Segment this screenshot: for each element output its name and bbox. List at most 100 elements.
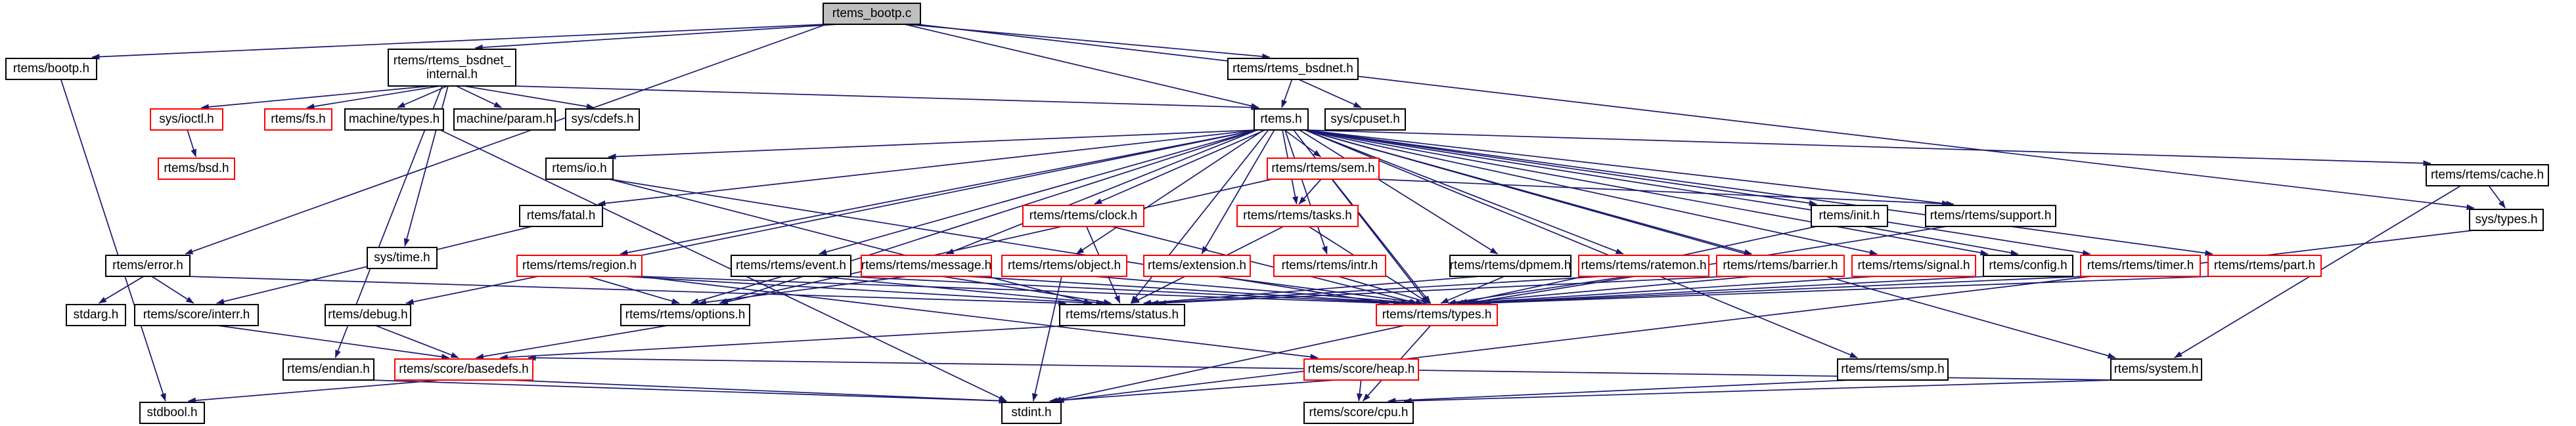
graph-node-sem[interactable]: rtems/rtems/sem.h	[1267, 158, 1380, 180]
graph-node-message[interactable]: rtems/rtems/message.h	[861, 255, 992, 277]
graph-node-part[interactable]: rtems/rtems/part.h	[2207, 255, 2322, 277]
include-edge-rtems-cache	[1304, 129, 2431, 167]
include-edge-bsdnet_internal-cdefs	[464, 85, 595, 110]
include-edge-options-basedefs	[476, 325, 668, 360]
graph-node-root: rtems_bootp.c	[823, 3, 921, 25]
include-edge-rtems-signal	[1304, 129, 1878, 255]
graph-node-heap[interactable]: rtems/score/heap.h	[1303, 358, 1419, 381]
graph-node-region[interactable]: rtems/rtems/region.h	[516, 255, 643, 277]
include-edge-bsdnet_internal-mparam	[456, 85, 503, 108]
include-edge-object-stdint	[1031, 276, 1062, 402]
include-edge-smp-cpu	[1388, 379, 1850, 404]
include-edge-barrier-status	[1158, 276, 1728, 306]
graph-node-cdefs[interactable]: sys/cdefs.h	[565, 108, 640, 131]
include-edge-barrier-rtypes	[1455, 276, 1753, 306]
graph-node-tasks[interactable]: rtems/rtems/tasks.h	[1236, 205, 1359, 227]
include-edge-bsdnet_internal-rtems	[512, 85, 1259, 111]
graph-node-signal[interactable]: rtems/rtems/signal.h	[1851, 255, 1976, 277]
include-edge-bootp-stdbool	[60, 79, 166, 402]
graph-node-options[interactable]: rtems/rtems/options.h	[620, 304, 750, 326]
graph-node-bootp[interactable]: rtems/bootp.h	[5, 58, 97, 80]
graph-node-stdint[interactable]: stdint.h	[1001, 402, 1062, 424]
graph-node-rtems[interactable]: rtems.h	[1254, 108, 1309, 131]
include-edge-root-bootp	[91, 24, 827, 60]
graph-node-systime[interactable]: sys/time.h	[367, 247, 438, 269]
include-edge-ioctl-bsd	[187, 129, 196, 158]
include-edge-cache-systypes	[2488, 185, 2506, 209]
include-edge-heap-cpu	[1356, 379, 1363, 402]
include-edge-bsdnet_internal-mtypes	[397, 85, 448, 108]
include-edge-object-rtypes	[1094, 276, 1417, 306]
graph-node-ioctl[interactable]: sys/ioctl.h	[150, 108, 223, 131]
graph-node-interr[interactable]: rtems/score/interr.h	[134, 304, 259, 326]
include-edge-timer-rtypes	[1475, 276, 2085, 306]
graph-node-intr[interactable]: rtems/rtems/intr.h	[1273, 255, 1386, 277]
include-edge-extension-rtypes	[1216, 276, 1424, 305]
include-edge-config-rtypes	[1469, 276, 1987, 306]
graph-node-bsdnet[interactable]: rtems/rtems_bsdnet.h	[1227, 58, 1359, 80]
graph-node-timer[interactable]: rtems/rtems/timer.h	[2080, 255, 2201, 277]
graph-node-system[interactable]: rtems/system.h	[2110, 358, 2202, 381]
include-edge-event-rtypes	[842, 276, 1402, 306]
include-edge-root-error	[185, 24, 827, 255]
include-edge-signal-rtypes	[1462, 276, 1876, 306]
include-edge-heap-stdint	[1049, 379, 1335, 404]
graph-node-endian[interactable]: rtems/endian.h	[282, 358, 374, 381]
graph-node-basedefs[interactable]: rtems/score/basedefs.h	[394, 358, 533, 381]
graph-node-config[interactable]: rtems/config.h	[1983, 255, 2073, 277]
include-edge-endian-stdint	[370, 379, 1007, 404]
include-edge-rtems-sem	[1284, 129, 1321, 158]
graph-node-io[interactable]: rtems/io.h	[545, 158, 614, 180]
graph-node-cpu[interactable]: rtems/score/cpu.h	[1303, 402, 1414, 424]
graph-node-support[interactable]: rtems/rtems/support.h	[1925, 205, 2056, 227]
include-edge-rtems-extension	[1201, 129, 1275, 255]
graph-node-systypes[interactable]: sys/types.h	[2469, 209, 2544, 231]
include-edge-rtems-dpmem	[1299, 129, 1499, 255]
include-edge-rtems-part	[1304, 129, 2213, 256]
graph-node-bsd[interactable]: rtems/bsd.h	[158, 158, 235, 180]
include-edge-rtems-config	[1304, 129, 1989, 256]
graph-node-mtypes[interactable]: machine/types.h	[344, 108, 444, 131]
graph-node-cpuset[interactable]: sys/cpuset.h	[1324, 108, 1406, 131]
include-edge-rtems-io	[608, 129, 1258, 160]
graph-node-cache[interactable]: rtems/rtems/cache.h	[2426, 164, 2549, 186]
include-edge-ratemon-rtypes	[1447, 276, 1627, 305]
graph-node-status[interactable]: rtems/rtems/status.h	[1059, 304, 1185, 326]
include-edge-bsdnet-cpuset	[1298, 79, 1362, 108]
include-edge-rtems-timer	[1304, 129, 2091, 256]
include-edge-interr-basedefs	[217, 325, 450, 360]
graph-node-smp[interactable]: rtems/rtems/smp.h	[1837, 358, 1949, 381]
graph-node-barrier[interactable]: rtems/rtems/barrier.h	[1716, 255, 1845, 277]
include-edge-rtems-object	[1075, 129, 1265, 255]
graph-node-clock[interactable]: rtems/rtems/clock.h	[1022, 205, 1144, 227]
include-edge-basedefs-stdbool	[188, 379, 441, 404]
graph-node-fatal[interactable]: rtems/fatal.h	[519, 205, 603, 227]
include-edge-rtems-clock	[1094, 129, 1266, 205]
graph-node-ratemon[interactable]: rtems/rtems/ratemon.h	[1578, 255, 1709, 277]
graph-node-debug[interactable]: rtems/debug.h	[325, 304, 411, 326]
graph-node-stdarg[interactable]: stdarg.h	[66, 304, 126, 326]
graph-node-error[interactable]: rtems/error.h	[105, 255, 191, 277]
include-edge-io-rtypes	[609, 179, 1388, 305]
include-edge-message-status	[941, 276, 1112, 305]
include-edge-error-status	[186, 276, 1067, 307]
include-edge-event-options	[690, 276, 783, 305]
graph-node-init[interactable]: rtems/init.h	[1811, 205, 1888, 227]
include-edge-root-rtems	[904, 24, 1259, 109]
include-edge-message-rtypes	[967, 276, 1409, 306]
graph-node-event[interactable]: rtems/rtems/event.h	[731, 255, 851, 277]
graph-node-extension[interactable]: rtems/extension.h	[1143, 255, 1251, 277]
graph-node-stdbool[interactable]: stdbool.h	[139, 402, 205, 424]
include-edge-bsdnet_internal-ioctl	[200, 85, 431, 110]
include-edge-rtems-init	[1304, 129, 1817, 206]
graph-node-mparam[interactable]: machine/param.h	[453, 108, 556, 131]
graph-node-object[interactable]: rtems/rtems/object.h	[1001, 255, 1127, 277]
graph-node-fs[interactable]: rtems/fs.h	[264, 108, 332, 131]
graph-node-bsdnet_internal[interactable]: rtems/rtems_bsdnet_ internal.h	[388, 49, 516, 87]
include-edge-region-status	[623, 276, 1093, 306]
include-edge-sem-tasks	[1298, 179, 1322, 205]
graph-node-dpmem[interactable]: rtems/rtems/dpmem.h	[1449, 255, 1571, 277]
include-edge-init-config	[1863, 226, 2019, 256]
graph-node-rtypes[interactable]: rtems/rtems/types.h	[1376, 304, 1498, 326]
